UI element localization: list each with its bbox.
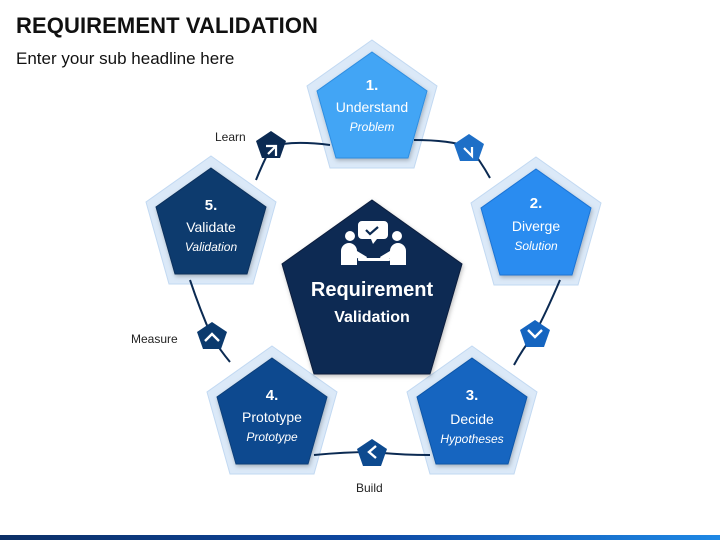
step-5-sublabel: Validation [185,240,238,254]
page-title: REQUIREMENT VALIDATION [16,13,319,38]
step-4-number: 4. [266,387,279,404]
badge-1-2 [454,134,484,161]
step-4-label: Prototype [242,409,302,425]
step-4-sublabel: Prototype [246,430,298,444]
footer-accent-bar [0,535,720,540]
step-2-node [480,168,592,276]
step-1-sublabel: Problem [350,120,395,134]
step-5-label: Validate [186,219,236,235]
step-3-node [416,357,528,465]
build-label: Build [356,481,383,495]
build-connector-badge [357,439,387,466]
center-subtitle: Validation [334,309,410,326]
learn-label: Learn [215,130,246,144]
badge-2-3 [520,320,550,347]
measure-label: Measure [131,332,178,346]
step-5-number: 5. [205,197,218,214]
step-1-number: 1. [366,77,379,94]
page-subtitle: Enter your sub headline here [16,49,235,68]
step-1-node [316,51,428,159]
step-3-number: 3. [466,387,479,404]
step-3-sublabel: Hypotheses [440,432,503,446]
step-1-label: Understand [336,99,408,115]
step-2-label: Diverge [512,218,560,234]
step-2-number: 2. [530,195,543,212]
learn-connector-badge [256,131,286,158]
center-title: Requirement [311,279,434,301]
meeting-agreement-icon [341,221,406,265]
step-5-node [155,167,267,275]
measure-connector-badge [197,322,227,349]
step-2-sublabel: Solution [514,239,558,253]
step-4-node [216,357,328,465]
step-3-label: Decide [450,411,494,427]
center-node [281,199,463,375]
